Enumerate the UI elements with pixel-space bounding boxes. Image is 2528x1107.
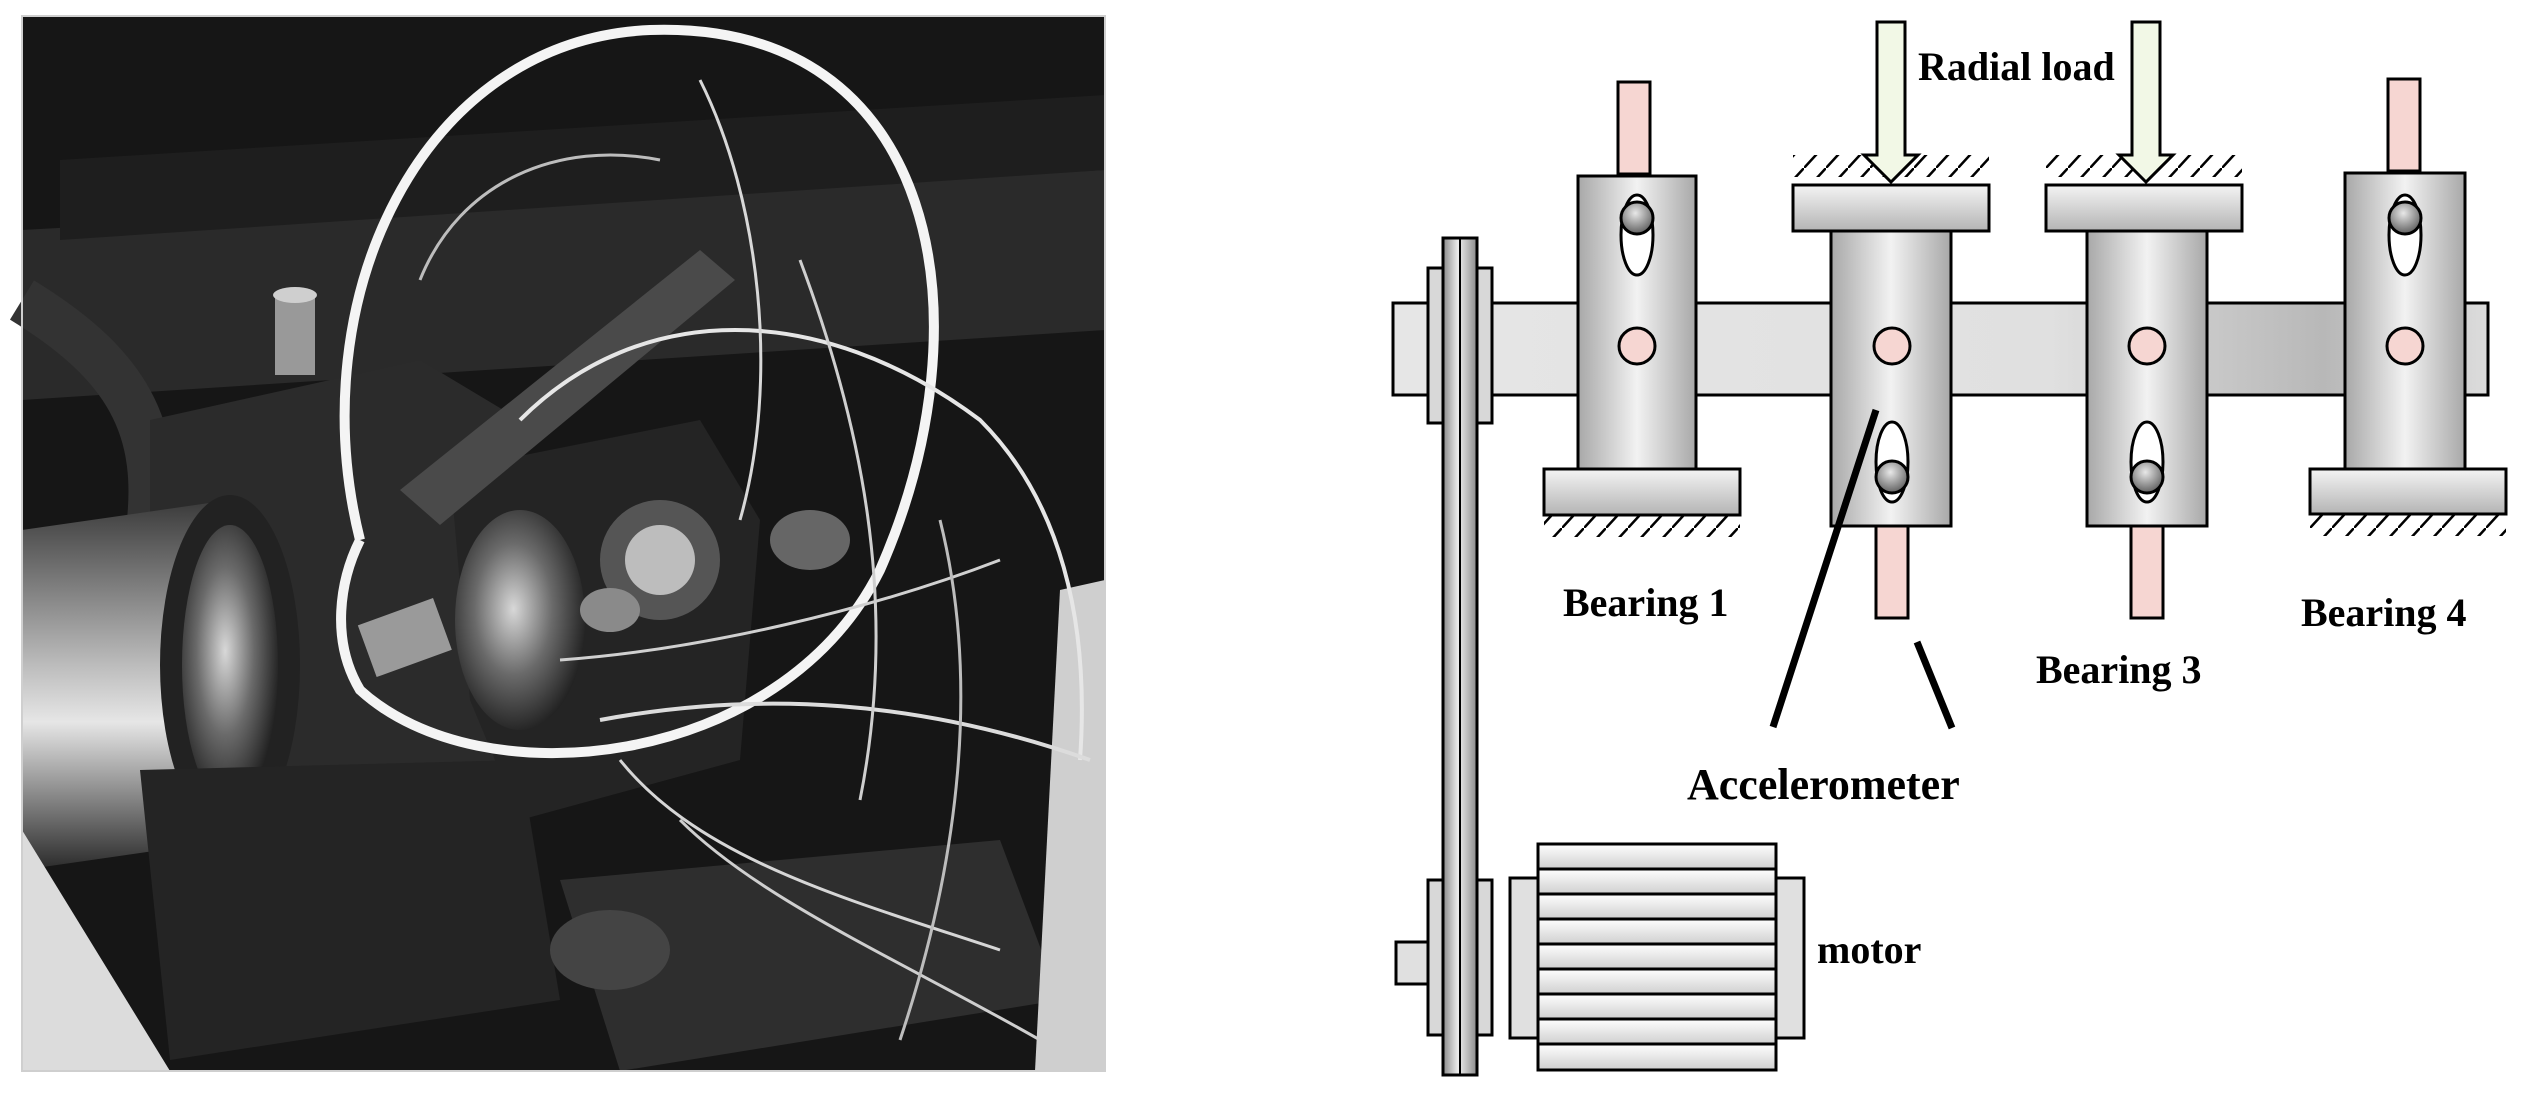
- label-bearing-1: Bearing 1: [1563, 580, 1729, 625]
- pulley-belt: [1394, 236, 1494, 1077]
- motor-fins: [1536, 842, 1778, 1072]
- bearing-2-sensor: [1874, 459, 1910, 495]
- bearing-1-sensor: [1619, 200, 1655, 236]
- label-accelerometer: Accelerometer: [1687, 760, 1960, 809]
- bearing-1-base: [1542, 467, 1742, 517]
- accelerometer-leader-2: [1913, 640, 1956, 730]
- bearing-2-hole: [1872, 326, 1912, 366]
- bearing-4-base-hatch: [2310, 514, 2506, 536]
- bearing-4-sensor: [2387, 200, 2423, 236]
- accelerometer-leader-1: [1769, 408, 1880, 729]
- bearing-4: [2308, 77, 2508, 536]
- bearing-3-hole: [2127, 326, 2167, 366]
- bearing-2-top-plate: [1791, 183, 1991, 233]
- radial-load-arrow-1: [1860, 20, 1922, 185]
- label-motor: motor: [1817, 927, 1921, 972]
- bearing-4-hole: [2385, 326, 2425, 366]
- motor-end-cap-right: [1774, 876, 1806, 1040]
- motor-end-cap-left: [1508, 876, 1540, 1040]
- bearing-1-bolt: [1616, 80, 1652, 176]
- test-rig-schematic: Radial load Bearing 1 Bearing 3 Bearing …: [1391, 20, 2508, 1077]
- radial-load-arrow-2: [2115, 20, 2177, 185]
- bearing-1: [1542, 80, 1742, 537]
- label-bearing-4: Bearing 4: [2301, 590, 2467, 635]
- bearing-3: [2044, 20, 2244, 620]
- bearing-1-hole: [1617, 326, 1657, 366]
- bearing-3-top-plate: [2044, 183, 2244, 233]
- bearing-3-bolt: [2129, 524, 2165, 620]
- bearing-3-sensor: [2129, 459, 2165, 495]
- bearing-4-bolt: [2386, 77, 2422, 173]
- motor: [1508, 842, 1806, 1072]
- bearing-4-base: [2308, 467, 2508, 516]
- test-rig-photo: [9, 15, 1106, 1072]
- bearing-2-bolt: [1874, 524, 1910, 620]
- label-bearing-3: Bearing 3: [2036, 647, 2202, 692]
- bearing-1-base-hatch: [1544, 515, 1740, 537]
- label-radial-load: Radial load: [1918, 44, 2115, 89]
